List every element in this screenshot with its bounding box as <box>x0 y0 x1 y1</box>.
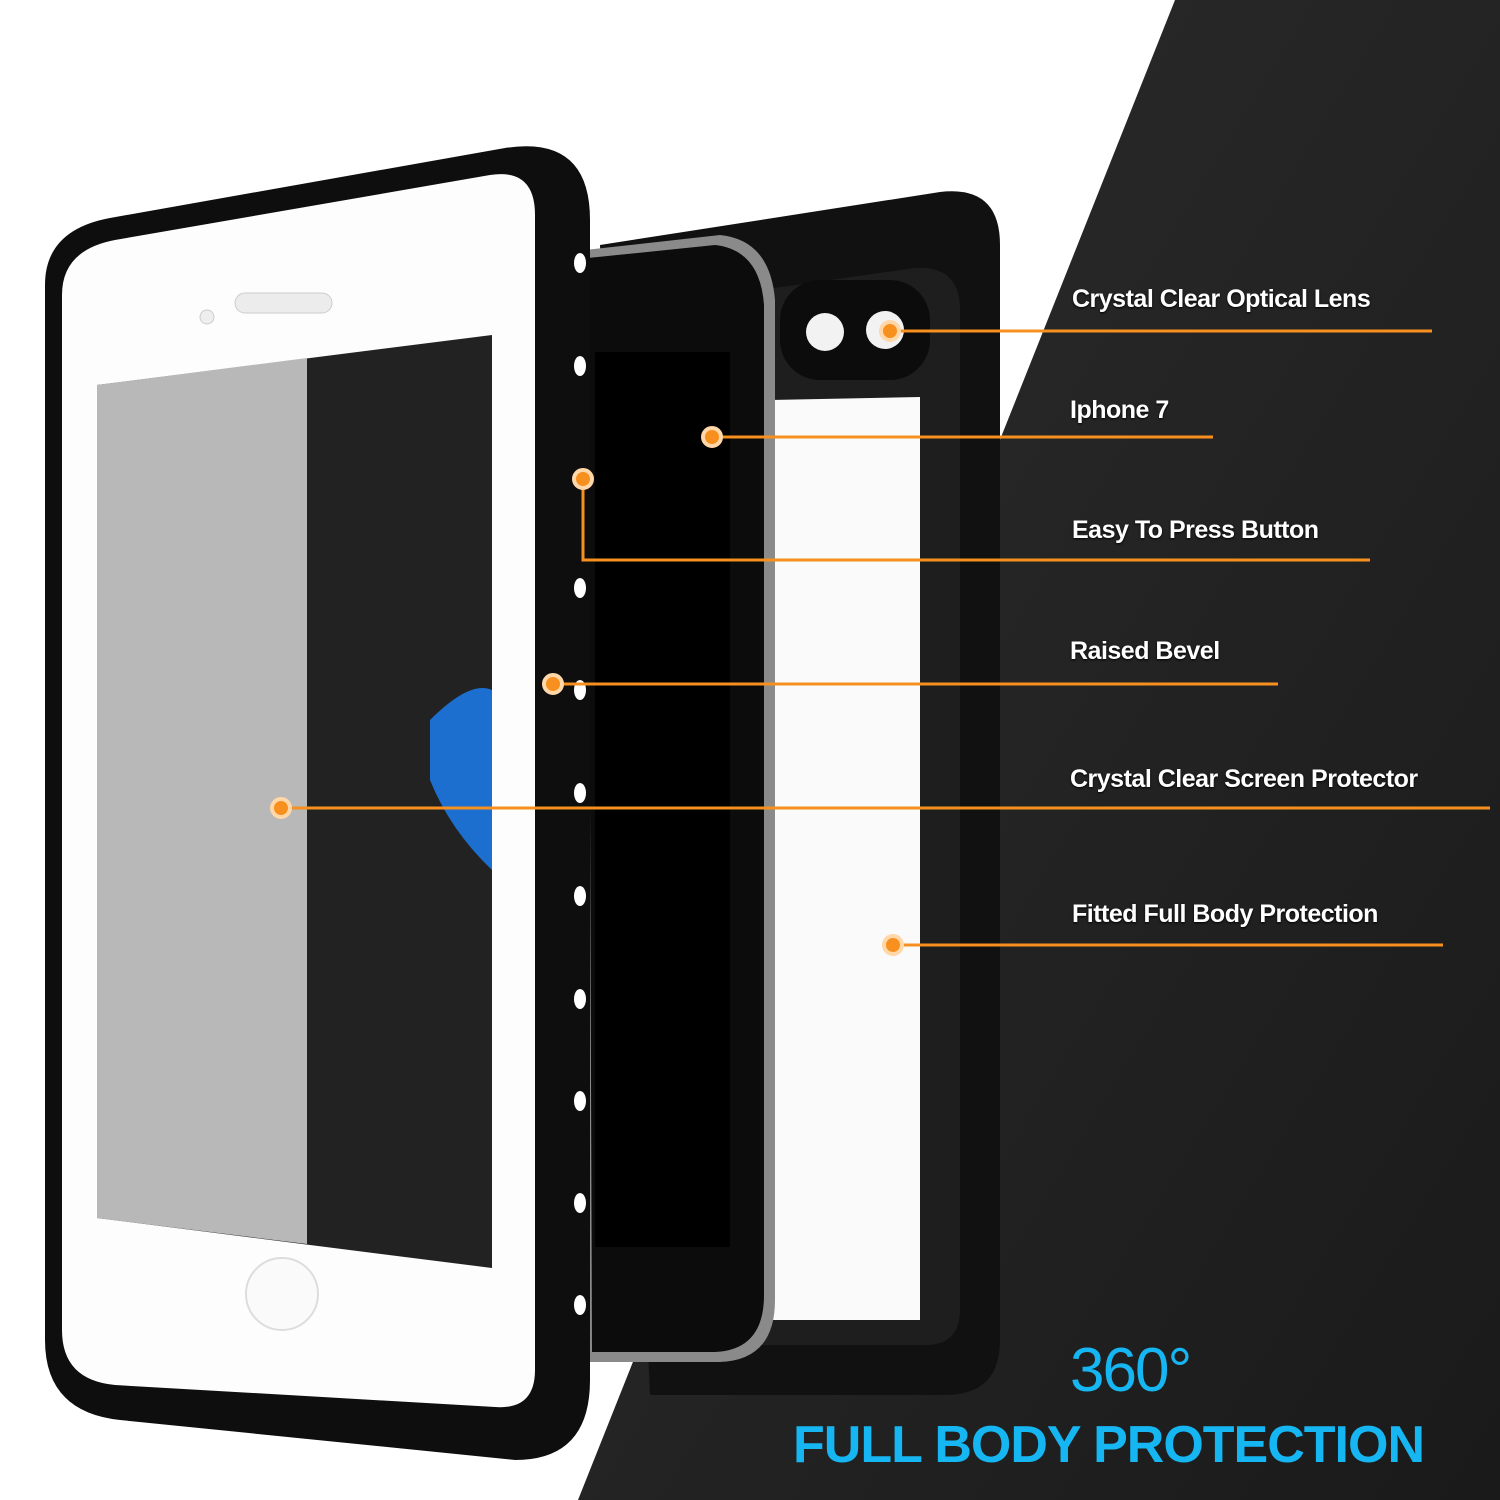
callout-label-screen: Crystal Clear Screen Protector <box>1070 765 1418 793</box>
callout-dots <box>270 320 904 956</box>
iphone-7 <box>585 235 775 1362</box>
front-case <box>45 146 590 1460</box>
headline-text: FULL BODY PROTECTION <box>793 1416 1425 1474</box>
callout-dot-icon <box>882 934 904 956</box>
callout-dot-icon <box>879 320 901 342</box>
callout-label-body: Fitted Full Body Protection <box>1072 900 1378 928</box>
callout-dot-icon <box>701 426 723 448</box>
callout-label-button: Easy To Press Button <box>1072 516 1319 544</box>
degrees-text: 360° <box>1070 1336 1192 1405</box>
front-camera-icon <box>199 309 215 325</box>
callout-label-iphone: Iphone 7 <box>1070 396 1169 424</box>
callout-line-button <box>581 479 1370 562</box>
callout-label-lens: Crystal Clear Optical Lens <box>1072 285 1371 313</box>
callout-label-bevel: Raised Bevel <box>1070 637 1220 665</box>
home-button <box>245 1257 319 1331</box>
wallpaper-droplet <box>430 688 492 870</box>
callout-lines <box>281 329 1490 947</box>
camera-lens-icon <box>806 313 844 351</box>
callout-dot-icon <box>270 797 292 819</box>
earpiece <box>234 292 333 314</box>
callout-dot-icon <box>542 673 564 695</box>
callout-dot-icon <box>572 468 594 490</box>
